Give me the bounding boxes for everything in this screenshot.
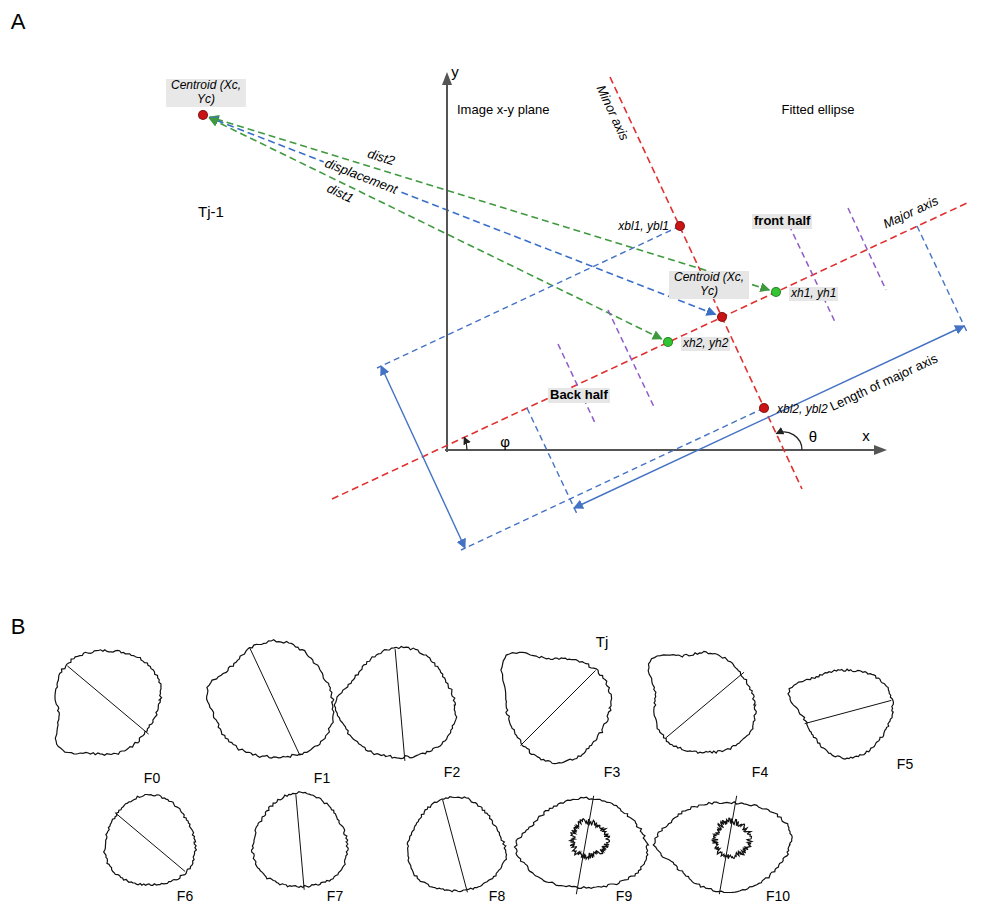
- y-axis-head: [442, 72, 452, 85]
- image-plane: Image x-y plane: [447, 95, 868, 450]
- node-text: xh2, yh2: [681, 337, 730, 351]
- ellipse-outline: [485, 136, 959, 499]
- major-axis-line: [520, 670, 595, 745]
- cell-outline: [104, 795, 197, 886]
- dimension-line: [574, 326, 964, 508]
- annotation: θ: [809, 428, 817, 445]
- fitted-ellipse: front halfBack half Centroid (Xc, Yc) xh1,…: [523, 189, 921, 445]
- major-axis-line: [443, 800, 468, 893]
- cell-outline: [501, 652, 612, 763]
- section-line: [848, 208, 886, 290]
- figure-label: F6: [177, 888, 193, 904]
- annotation: y: [451, 63, 459, 80]
- connector: [210, 118, 716, 315]
- figure-label: F2: [444, 764, 460, 780]
- major-axis-line: [67, 666, 148, 734]
- major-axis-line: [719, 796, 736, 894]
- angle-arcs: [464, 432, 802, 450]
- cell-outline: [207, 640, 334, 758]
- major-axis-line: [666, 672, 744, 738]
- annotation: Tj: [596, 633, 609, 650]
- node-text: Image x-y plane: [457, 103, 550, 118]
- node-text: xh1, yh1: [789, 287, 838, 301]
- cell-outline: [334, 647, 457, 759]
- connector: [210, 117, 770, 290]
- ellipse-outline: [44, 18, 365, 218]
- annotation: x: [862, 427, 870, 444]
- cell-outline: [55, 650, 162, 756]
- extension-line: [527, 408, 578, 516]
- cell-outline: [648, 651, 756, 753]
- major-axis-line: [115, 812, 185, 871]
- previous-ellipse: Tj-1Centroid (Xc, Yc): [50, 35, 360, 200]
- angle-arc: [776, 432, 802, 450]
- node-text: Tj-1: [198, 203, 224, 220]
- major-axis-line: [576, 796, 593, 894]
- extension-line: [461, 408, 764, 550]
- cell-outlines: [55, 640, 893, 894]
- ellipse-axes: [332, 77, 967, 499]
- extension-line: [377, 226, 680, 368]
- cell-outline: [515, 797, 649, 888]
- cell-outline: [788, 669, 893, 759]
- annotation: Length of major axis: [828, 351, 940, 414]
- half-centroid-dot: xh2, yh2: [663, 337, 673, 347]
- axes: [442, 72, 887, 455]
- major-axis-line: [395, 649, 405, 761]
- node-text: Centroid (Xc, Yc): [669, 271, 749, 299]
- boundary-dot: xbl1, ybl1: [675, 221, 685, 231]
- nucleus-outline: [570, 819, 610, 859]
- figure-label: F9: [616, 888, 632, 904]
- figure-label: F1: [314, 770, 330, 786]
- annotation: Major axis: [881, 194, 941, 233]
- edge-label: dist1: [323, 181, 358, 208]
- node-text: xbl1, ybl1: [601, 220, 669, 234]
- figure-label: F3: [604, 764, 620, 780]
- panel-letter: B: [11, 614, 26, 639]
- major-axis-line: [332, 203, 967, 499]
- section-line: [789, 225, 836, 324]
- node-outline: [447, 95, 868, 450]
- major-axis-line: [296, 794, 304, 890]
- half-centroid-dot: xh1, yh1: [771, 287, 781, 297]
- major-axis-line: [250, 648, 300, 755]
- figure-label: F10: [766, 888, 790, 904]
- y-axis: [446, 84, 448, 452]
- angle-arc: [464, 437, 467, 450]
- section-line: [608, 310, 655, 409]
- extension-line: [917, 226, 968, 334]
- x-axis-head: [874, 445, 887, 455]
- figure-label: F0: [144, 770, 160, 786]
- cell-outline: [407, 797, 506, 892]
- cell-outline: [653, 802, 792, 893]
- boundary-dot: xbl2, ybl2: [759, 403, 769, 413]
- connector: [209, 118, 661, 339]
- dimension-lines: [377, 226, 968, 550]
- annotation: Fitted ellipse: [782, 103, 855, 118]
- node-text: Centroid (Xc, Yc): [166, 79, 246, 107]
- annotation: φ: [500, 433, 510, 450]
- figure-label: F7: [327, 888, 343, 904]
- figure-label: F8: [489, 888, 505, 904]
- panel-letter: A: [11, 9, 26, 34]
- section-line: [558, 344, 596, 425]
- centroid-dot: Centroid (Xc, Yc): [198, 110, 208, 120]
- minor-axis-line: [610, 77, 802, 489]
- figure-label: F5: [897, 756, 913, 772]
- annotation: Minor axis: [593, 83, 632, 143]
- plane-fill: [447, 95, 868, 450]
- centroid-dot: Centroid (Xc, Yc): [717, 312, 727, 322]
- node-text: front half: [752, 214, 812, 229]
- node-text: Back half: [548, 388, 610, 403]
- node-text: xbl2, ybl2: [777, 403, 828, 417]
- figure-label: F4: [752, 764, 768, 780]
- dimension-line: [381, 366, 465, 548]
- major-axis-line: [805, 700, 892, 723]
